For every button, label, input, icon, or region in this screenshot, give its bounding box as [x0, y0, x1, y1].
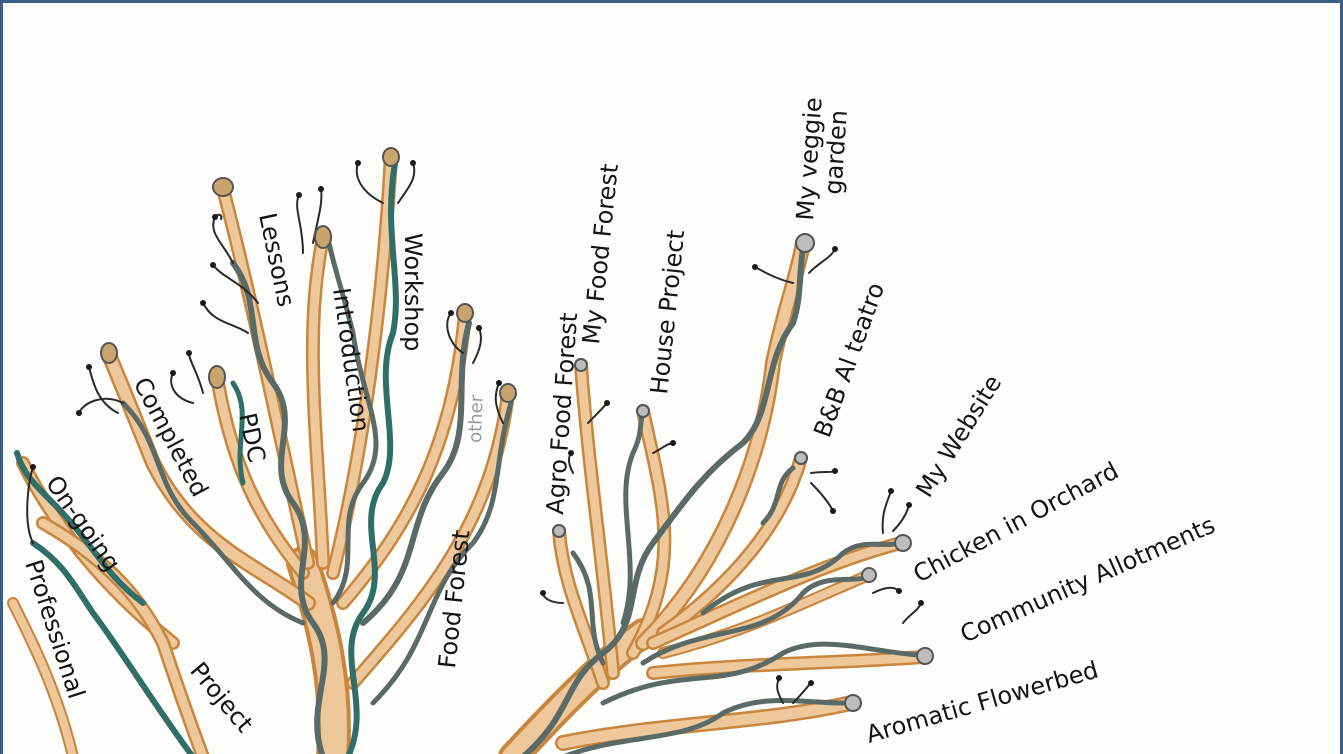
label-aromatic-flowerbed: Aromatic Flowerbed	[863, 656, 1102, 749]
label-food-forest: Food Forest	[433, 529, 475, 670]
label-other: other	[465, 394, 488, 443]
label-house-project: House Project	[645, 229, 690, 396]
label-bb-al-teatro: B&B Al teatro	[808, 279, 890, 441]
label-my-food-forest: My Food Forest	[577, 162, 624, 345]
label-lessons: Lessons	[253, 210, 300, 309]
label-my-website: My Website	[910, 370, 1007, 502]
project-tree-diagram: Professional On-going Completed Project …	[3, 3, 1343, 754]
label-my-veggie-garden-line2: garden	[819, 109, 853, 195]
label-workshop: Workshop	[399, 233, 427, 351]
